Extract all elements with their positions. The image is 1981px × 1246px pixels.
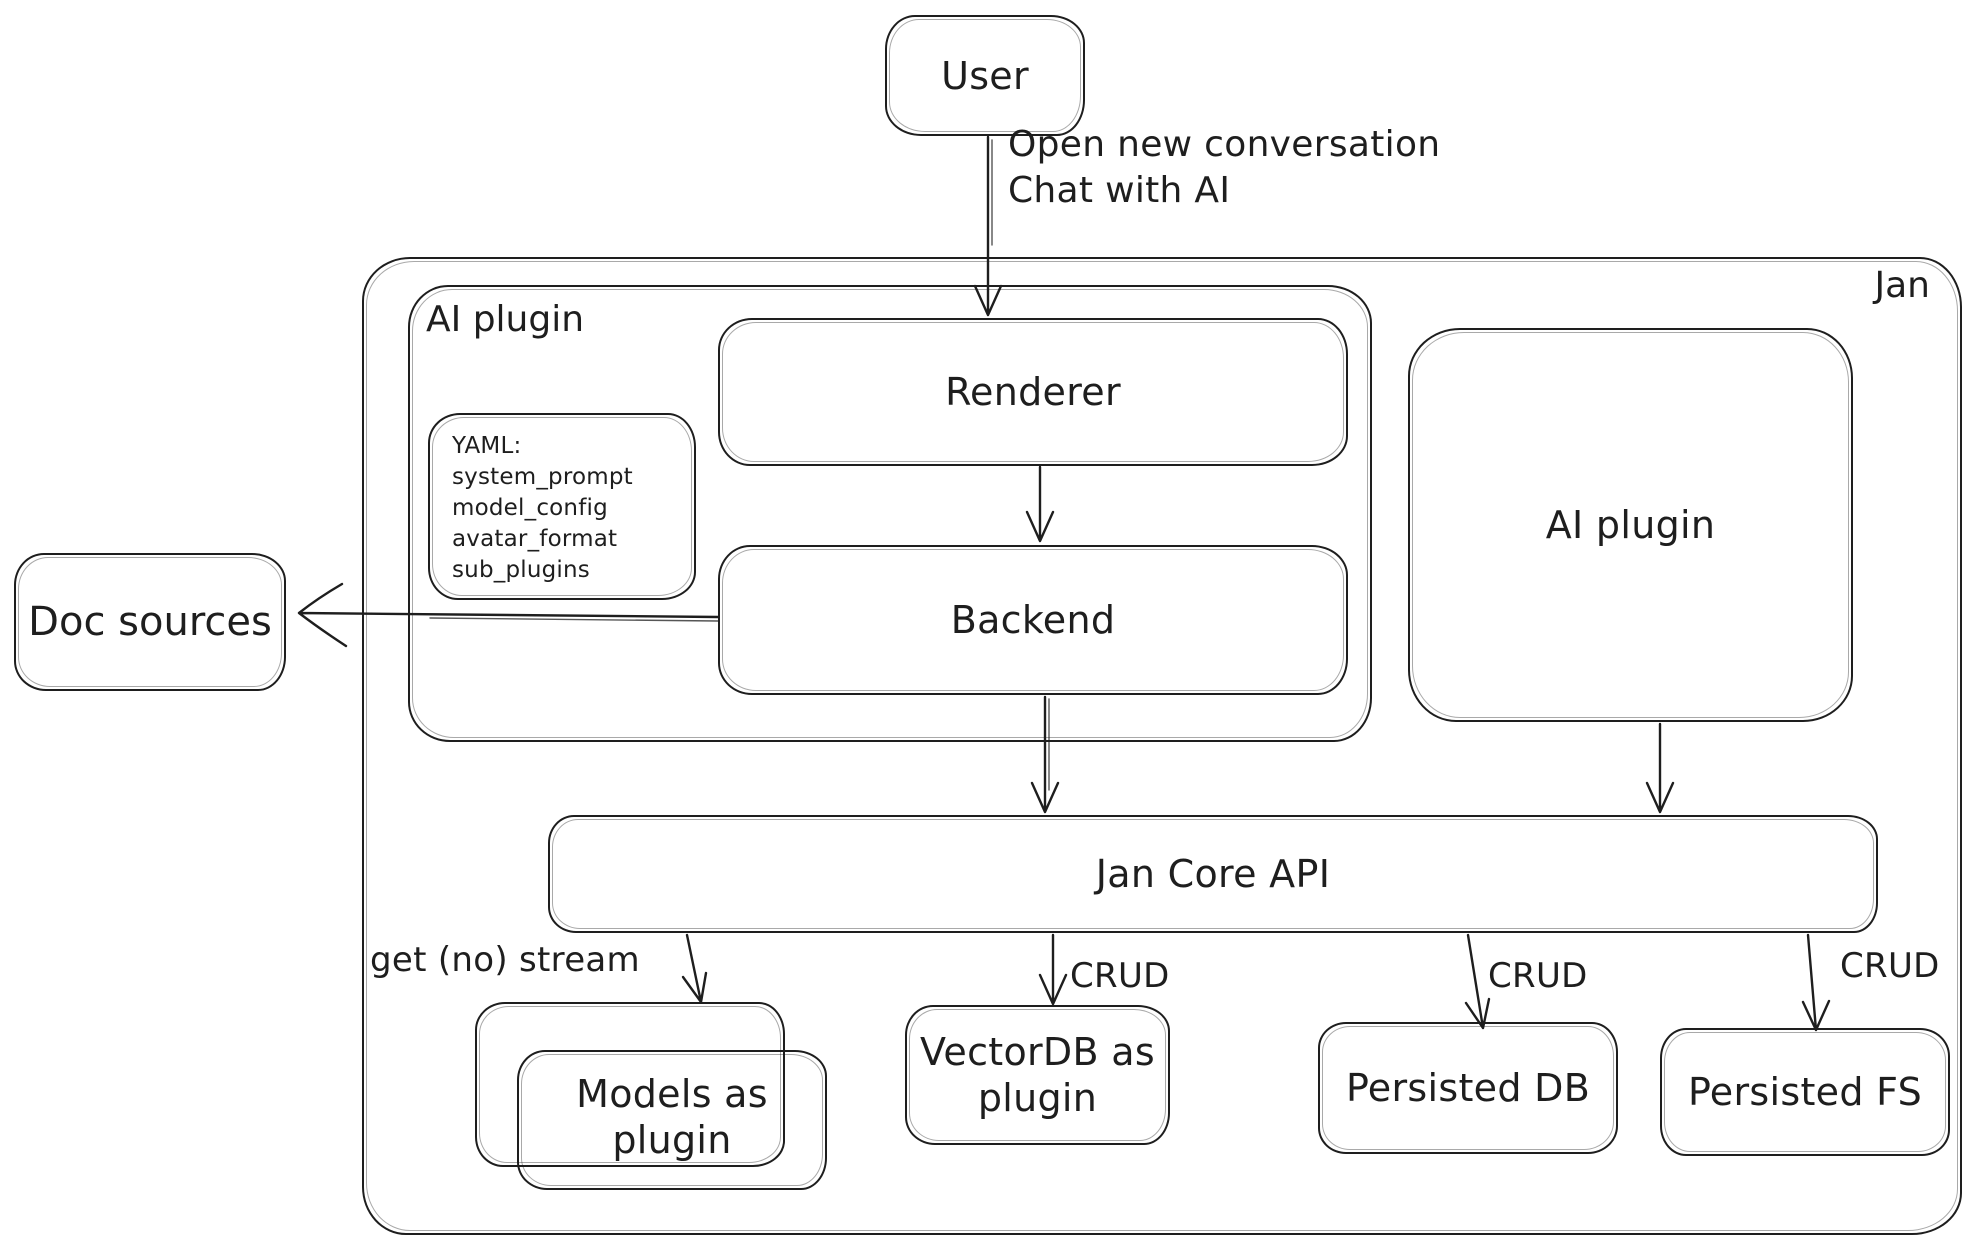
yaml-note-line: system_prompt [452,464,633,490]
edge-label-open-conversation: Open new conversation Chat with AI [1008,122,1440,214]
node-models-as-plugin-label: Models as plugin [576,1072,768,1162]
node-user: User [885,15,1085,136]
node-models-as-plugin-back [475,1002,785,1167]
node-persisted-db-label: Persisted DB [1345,1066,1591,1110]
edge-label-open-conversation-line2: Chat with AI [1008,170,1231,211]
ai-plugin-container-label: AI plugin [426,299,585,340]
node-backend-label: Backend [950,598,1116,642]
node-vectordb-as-plugin-label: VectorDB as plugin [920,1030,1155,1120]
node-user-label: User [941,53,1029,98]
edge-label-crud-persisted-db: CRUD [1488,956,1588,996]
node-models-as-plugin-label-wrap: Models as plugin [517,1044,827,1190]
node-ai-plugin-right-label: AI plugin [1545,503,1716,547]
node-renderer: Renderer [718,318,1348,466]
yaml-note-line: YAML: [452,433,522,459]
node-ai-plugin-right: AI plugin [1408,328,1853,722]
edge-label-get-no-stream: get (no) stream [370,940,640,980]
node-persisted-fs: Persisted FS [1660,1028,1950,1156]
node-doc-sources: Doc sources [14,553,286,691]
edge-label-crud-persisted-fs: CRUD [1840,946,1940,986]
node-persisted-db: Persisted DB [1318,1022,1618,1154]
edge-label-open-conversation-line1: Open new conversation [1008,124,1441,165]
node-jan-container: Jan [362,257,1962,1235]
node-yaml-note: YAML: system_prompt model_config avatar_… [428,413,696,600]
edge-label-crud-vectordb: CRUD [1070,956,1170,996]
node-jan-core-api: Jan Core API [548,815,1878,933]
node-vectordb-as-plugin: VectorDB as plugin [905,1005,1170,1145]
yaml-note-line: avatar_format [452,526,618,552]
node-models-as-plugin [517,1050,827,1190]
node-persisted-fs-label: Persisted FS [1687,1070,1923,1114]
node-doc-sources-label: Doc sources [28,599,272,645]
yaml-note-line: model_config [452,495,608,521]
node-renderer-label: Renderer [945,370,1121,414]
node-jan-core-api-label: Jan Core API [1095,852,1331,896]
jan-container-label: Jan [1874,265,1931,306]
node-ai-plugin-container: AI plugin [408,285,1372,742]
node-backend: Backend [718,545,1348,695]
yaml-note-line: sub_plugins [452,557,590,583]
